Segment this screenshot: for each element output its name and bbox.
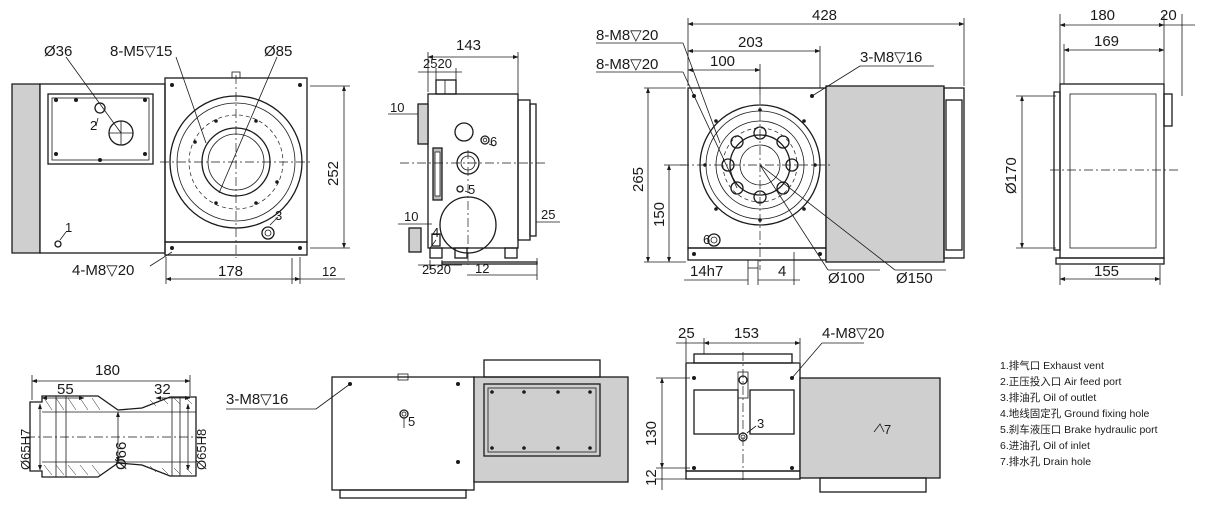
top-d100-label: Ø100	[828, 270, 865, 287]
right-w20-label: 20	[1160, 7, 1177, 24]
right-w169-label: 169	[1094, 33, 1119, 50]
right-w180-label: 180	[1090, 7, 1115, 24]
rear-h12-label: 12	[643, 469, 660, 486]
section-w180-label: 180	[95, 362, 120, 379]
top-w100-label: 100	[710, 53, 735, 70]
legend-item-2: 2.正压投入口 Air feed port	[1000, 375, 1121, 388]
side-w143-label: 143	[456, 37, 481, 54]
front-part-3: 3	[275, 208, 282, 223]
rear-w153-label: 153	[734, 325, 759, 342]
top-w428-label: 428	[812, 7, 837, 24]
legend-item-6: 6.进油孔 Oil of inlet	[1000, 439, 1090, 452]
top-h265-label: 265	[630, 167, 647, 192]
section-d65h7-label: Ø65H7	[18, 429, 33, 470]
section-d65h8-label: Ø65H8	[194, 429, 209, 470]
top-d150-label: Ø150	[896, 270, 933, 287]
side-w10a-label: 10	[390, 100, 404, 115]
legend-item-4: 4.地线固定孔 Ground fixing hole	[1000, 407, 1150, 420]
front-d85-label: Ø85	[264, 43, 292, 60]
legend-item-5: 5.刹车液压口 Brake hydraulic port	[1000, 423, 1158, 436]
bottom-view: 3-M8▽16 5	[226, 359, 629, 499]
front-d36-label: Ø36	[44, 43, 72, 60]
rear-part-3: 3	[757, 416, 764, 431]
front-w178-label: 178	[218, 263, 243, 280]
side-w2520b-label: 2520	[422, 262, 451, 277]
rear-part-7: 7	[884, 422, 891, 437]
legend-item-3: 3.排油孔 Oil of outlet	[1000, 391, 1096, 404]
side-view: 143 2520 10 10 25 2520 12 4 5 6	[388, 37, 560, 280]
front-w12-label: 12	[322, 264, 336, 279]
top-w203-label: 203	[738, 34, 763, 51]
top-h150-label: 150	[651, 202, 668, 227]
top-m3-label: 3-M8▽16	[860, 49, 922, 66]
legend-item-7: 7.排水孔 Drain hole	[1000, 455, 1091, 468]
top-m8a-label: 8-M8▽20	[596, 27, 658, 44]
front-view: Ø36 8-M5▽15 Ø85 252 178 12 4-M8▽20 1 2 3	[11, 43, 350, 284]
front-part-1: 1	[65, 220, 72, 235]
side-part-4: 4	[432, 225, 439, 240]
top-w14-label: 14h7	[690, 263, 723, 280]
top-part-6: 6	[703, 232, 710, 247]
top-view: 428 203 100 8-M8▽20 8-M8▽20 3-M8▽16 265 …	[596, 7, 965, 287]
rear-m4-label: 4-M8▽20	[822, 325, 884, 342]
rear-view: 25 153 4-M8▽20 130 12 3 7	[643, 325, 941, 493]
side-w25-label: 25	[541, 207, 555, 222]
legend-item-1: 1.排气口 Exhaust vent	[1000, 359, 1104, 372]
section-d66-label: Ø66	[113, 442, 130, 470]
front-h252-label: 252	[325, 161, 342, 186]
side-part-5: 5	[468, 182, 475, 197]
section-w32-label: 32	[154, 381, 171, 398]
side-part-6: 6	[490, 134, 497, 149]
top-m8b-label: 8-M8▽20	[596, 56, 658, 73]
rear-w25-label: 25	[678, 325, 695, 342]
right-view: 180 20 169 Ø170 155	[1003, 7, 1195, 285]
bottom-part-5: 5	[408, 414, 415, 429]
side-w2520a-label: 2520	[423, 56, 452, 71]
right-d170-label: Ø170	[1003, 157, 1020, 194]
front-m8-label: 4-M8▽20	[72, 262, 134, 279]
section-w55-label: 55	[57, 381, 74, 398]
side-w10b-label: 10	[404, 209, 418, 224]
side-w12-label: 12	[475, 261, 489, 276]
bottom-m3-label: 3-M8▽16	[226, 391, 288, 408]
front-part-2: 2	[90, 118, 97, 133]
section-view: 180 55 32 Ø65H7 Ø66 Ø65H8	[18, 362, 209, 478]
right-w155-label: 155	[1094, 263, 1119, 280]
top-w4-label: 4	[778, 263, 786, 280]
rear-h130-label: 130	[643, 421, 660, 446]
legend: 1.排气口 Exhaust vent 2.正压投入口 Air feed port…	[1000, 359, 1158, 468]
front-m5-label: 8-M5▽15	[110, 43, 172, 60]
